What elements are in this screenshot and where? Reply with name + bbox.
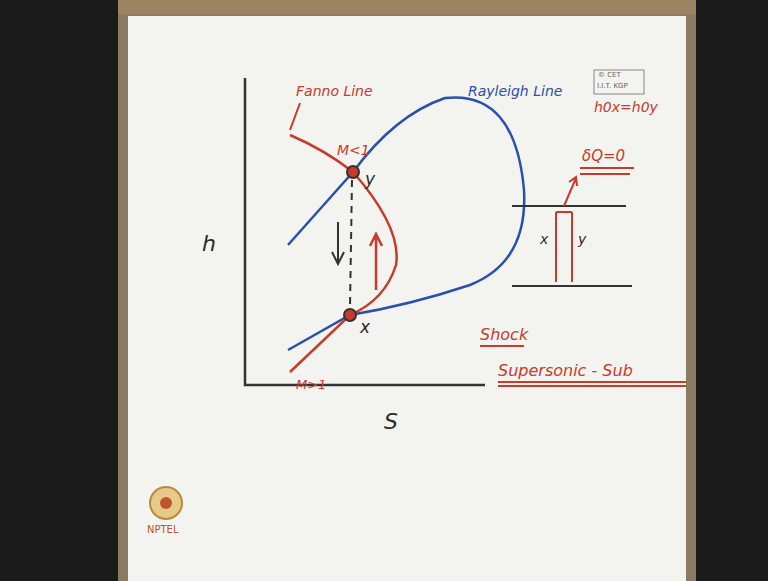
equation: h0x=h0y xyxy=(594,100,658,115)
axis-label: S xyxy=(384,410,398,434)
station-label: y xyxy=(578,232,586,247)
station-label: x xyxy=(540,232,548,247)
note: Shock xyxy=(480,326,528,344)
state-label: x xyxy=(360,318,370,337)
equation: δQ=0 xyxy=(582,148,625,165)
note: Supersonic - Sub xyxy=(498,362,633,380)
logo-text: NPTEL xyxy=(147,524,179,535)
curve-name: Fanno Line xyxy=(296,84,373,99)
mach-note: M<1 xyxy=(337,143,370,158)
axis-label: h xyxy=(202,232,216,256)
watermark: © CET xyxy=(598,72,621,80)
mach-note: M>1 xyxy=(296,378,326,392)
state-label: y xyxy=(365,170,375,189)
curve-name: Rayleigh Line xyxy=(468,84,562,99)
watermark: I.I.T. KGP xyxy=(597,83,628,91)
